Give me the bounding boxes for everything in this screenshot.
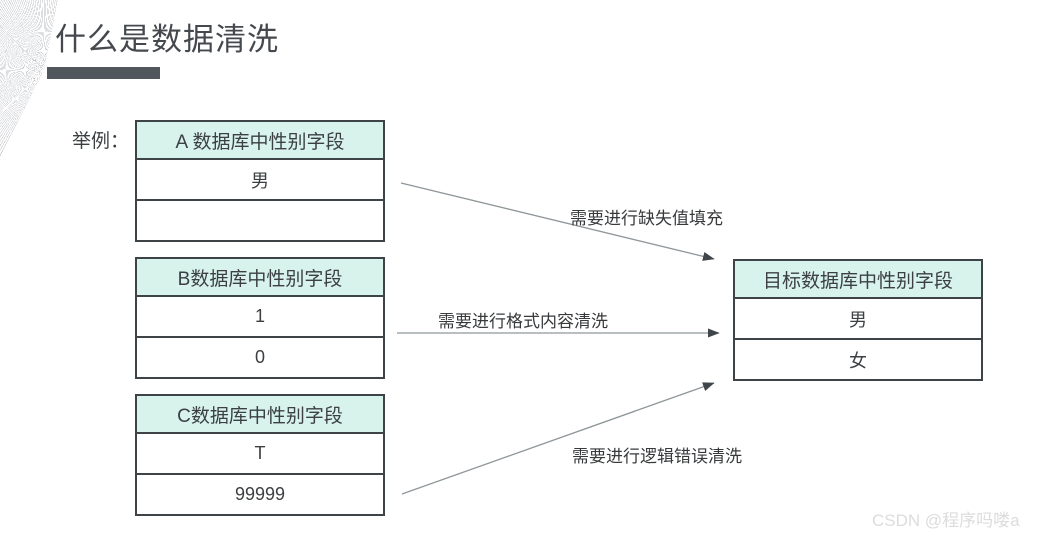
- table-cell: 男: [735, 299, 981, 340]
- slide-title: 什么是数据清洗: [55, 22, 279, 57]
- arrow-label-missing-value-fill: 需要进行缺失值填充: [570, 209, 723, 228]
- example-label: 举例：: [72, 131, 130, 152]
- arrow-label-logic-error-cleaning: 需要进行逻辑错误清洗: [572, 447, 742, 466]
- table-header: B数据库中性别字段: [137, 259, 383, 297]
- table-cell: 1: [137, 297, 383, 338]
- table-cell: [137, 201, 383, 240]
- source-table-a: A 数据库中性别字段 男: [135, 120, 385, 242]
- target-table: 目标数据库中性别字段 男 女: [733, 259, 983, 381]
- table-cell: 女: [849, 350, 867, 371]
- source-table-c: C数据库中性别字段 T 99999: [135, 394, 385, 516]
- table-cell: T: [137, 434, 383, 475]
- title-underline-bar: [47, 67, 160, 79]
- table-header: A 数据库中性别字段: [137, 122, 383, 160]
- table-header: C数据库中性别字段: [137, 396, 383, 434]
- source-table-b: B数据库中性别字段 1 0: [135, 257, 385, 379]
- table-header: 目标数据库中性别字段: [735, 261, 981, 299]
- table-cell: 男: [137, 160, 383, 201]
- arrow-label-format-content-cleaning: 需要进行格式内容清洗: [438, 312, 608, 331]
- table-cell: 99999: [234, 484, 286, 504]
- watermark: CSDN @程序吗喽a: [872, 511, 1020, 530]
- table-cell: 0: [254, 347, 265, 367]
